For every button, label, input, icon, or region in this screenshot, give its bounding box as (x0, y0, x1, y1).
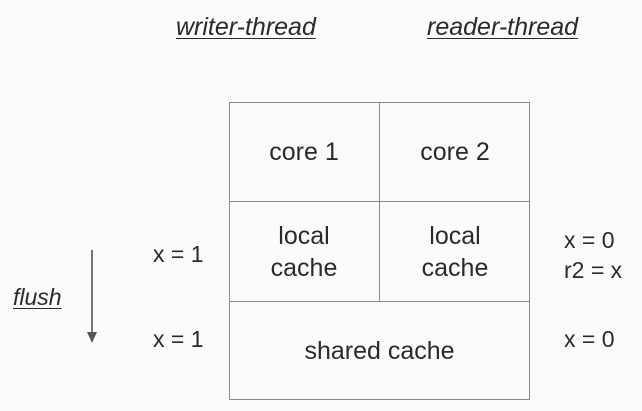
writer-thread-header: writer-thread (176, 13, 316, 41)
column-divider (379, 102, 380, 302)
local-cache-right-line-2: cache (421, 254, 489, 282)
flush-arrow-icon (87, 250, 97, 343)
local-cache-right-cell: local cache (380, 202, 530, 302)
shared-cache-cell: shared cache (304, 336, 455, 365)
core-2-cell: core 2 (420, 137, 490, 166)
local-cache-left-cell: local cache (229, 202, 379, 302)
reader-local-values: x = 0 r2 = x (564, 225, 622, 285)
writer-shared-value: x = 1 (153, 326, 204, 352)
reader-shared-value: x = 0 (564, 326, 615, 352)
reader-local-value-1: x = 0 (564, 227, 615, 253)
writer-local-value: x = 1 (153, 241, 204, 267)
local-cache-left-line-2: cache (270, 254, 338, 282)
local-shared-divider (229, 301, 530, 302)
local-cache-left-line-1: local (278, 222, 330, 250)
flush-label: flush (13, 284, 62, 310)
reader-thread-header: reader-thread (427, 13, 579, 41)
core-1-cell: core 1 (269, 137, 339, 166)
core-cache-divider (229, 201, 530, 202)
reader-local-value-2: r2 = x (564, 257, 623, 283)
local-cache-right-line-1: local (429, 222, 481, 250)
